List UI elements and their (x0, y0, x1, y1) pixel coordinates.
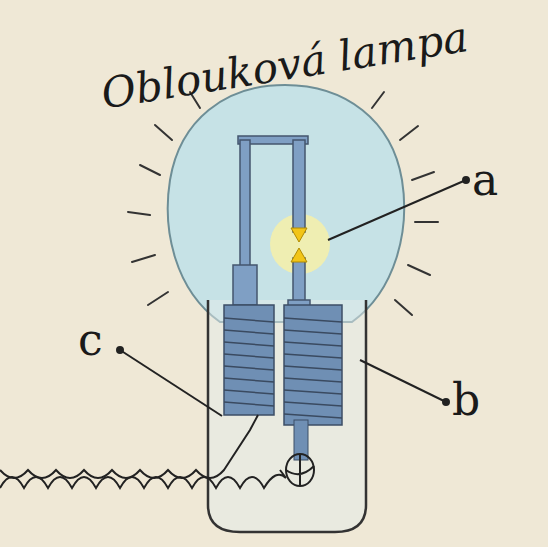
carbon-tip (291, 248, 307, 262)
part-letter: c (78, 318, 103, 362)
carbon-tip (291, 228, 307, 242)
lamp-base (208, 300, 366, 532)
wires (0, 415, 314, 488)
leader-lines (117, 177, 469, 416)
glass-bulb (168, 85, 404, 322)
electrodes (233, 136, 310, 310)
part-letter: b (452, 378, 480, 422)
part-letter: a (472, 158, 498, 202)
solenoid-coils (224, 305, 342, 460)
